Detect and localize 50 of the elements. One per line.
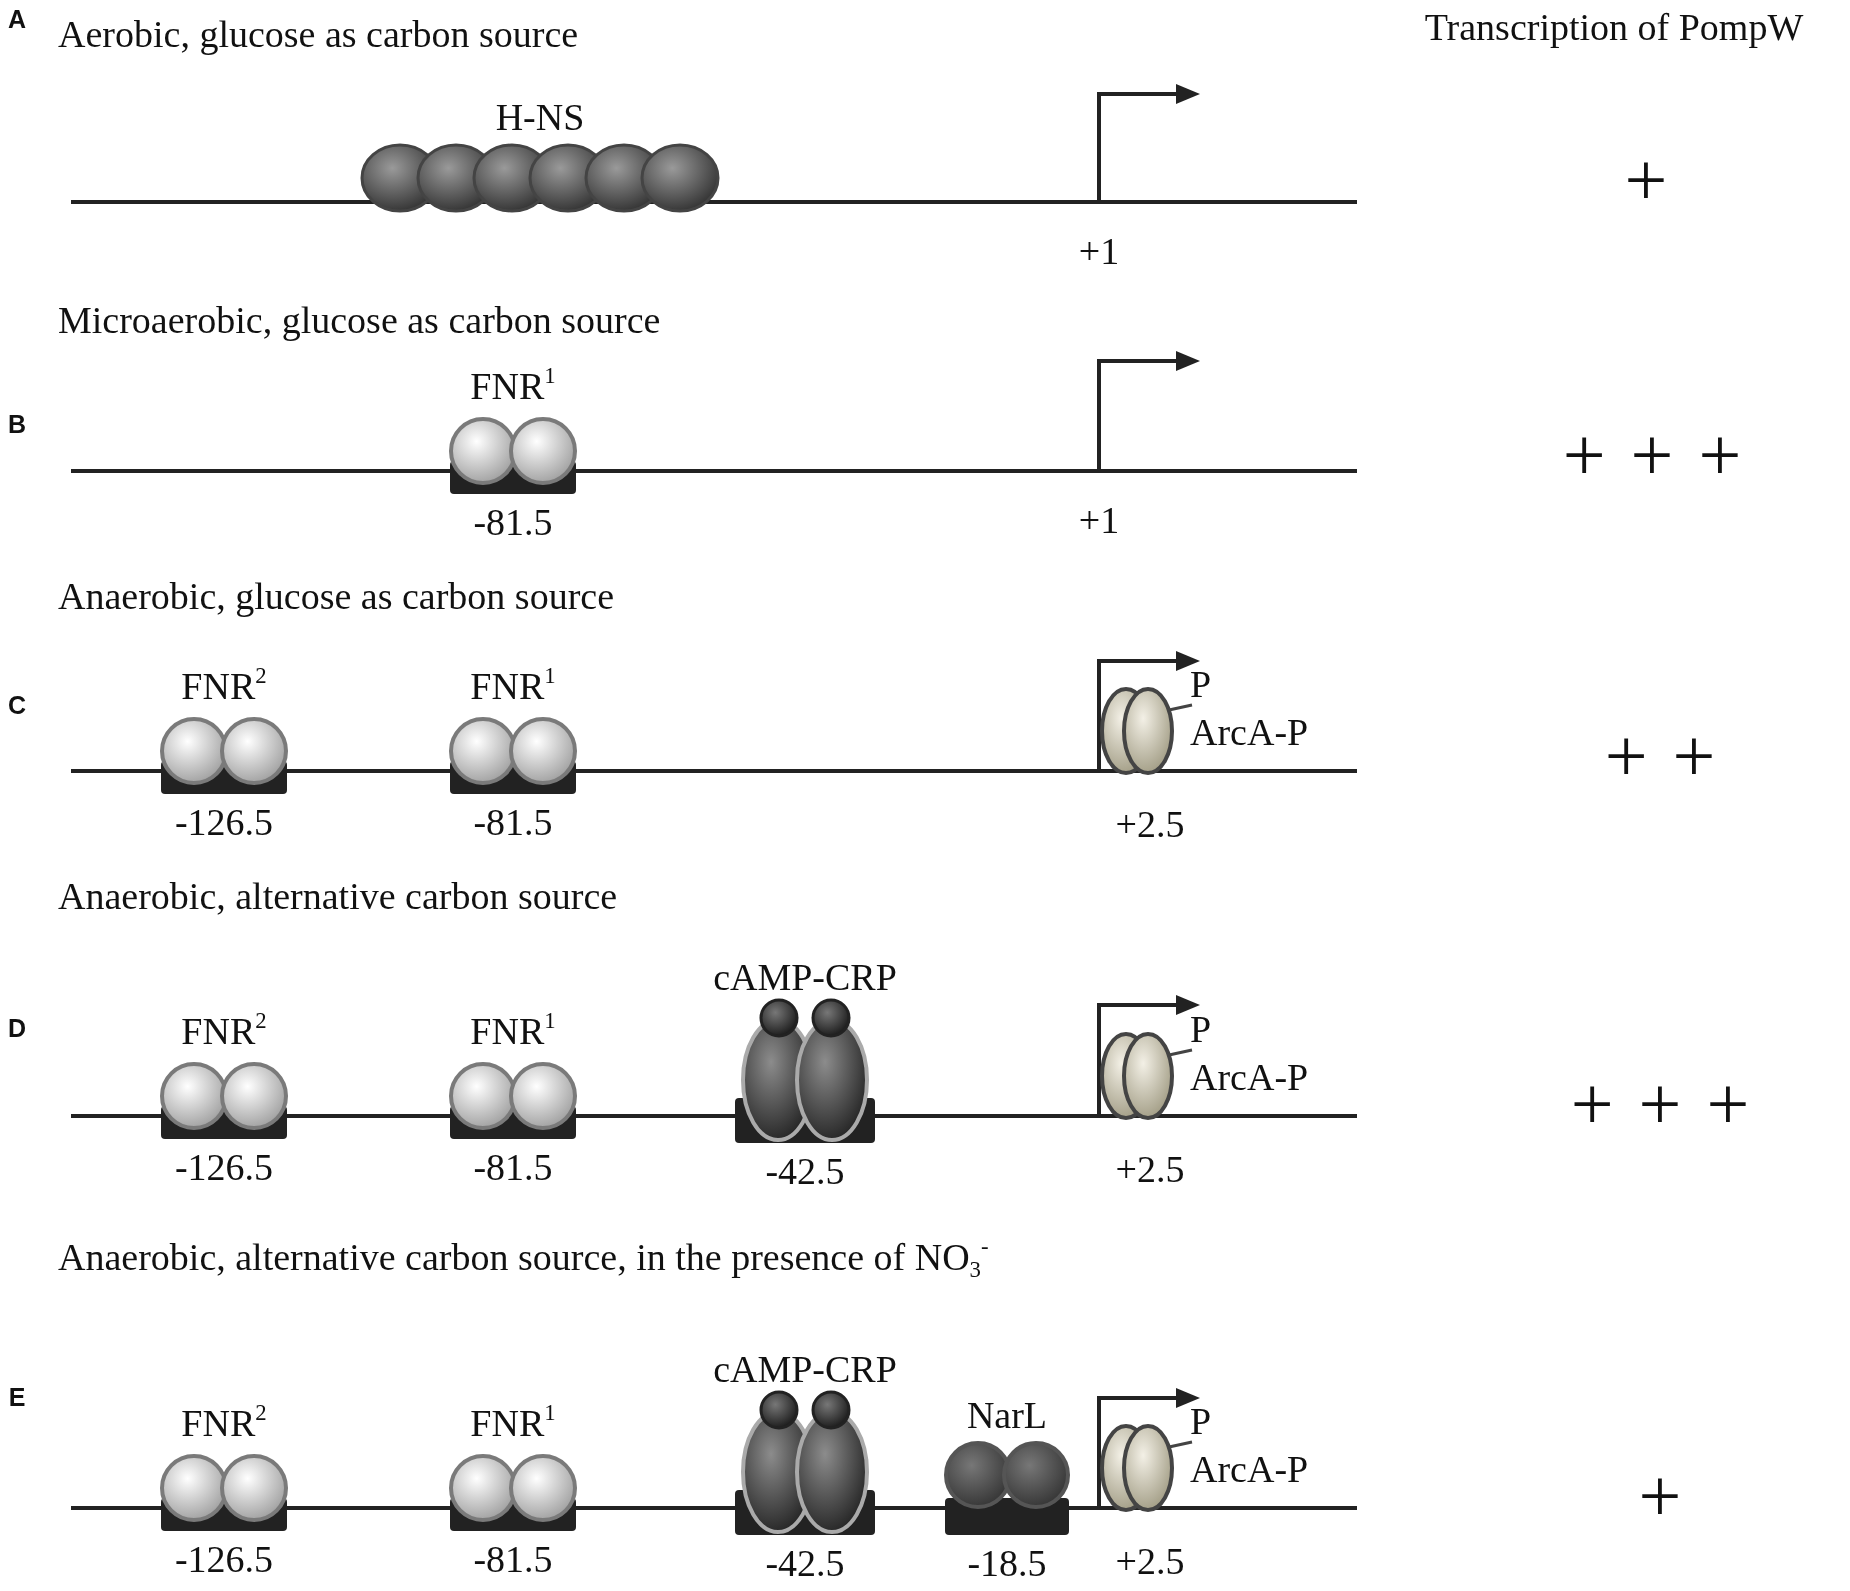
leader-line [1168, 1440, 1193, 1449]
position-label: +2.5 [1115, 1149, 1185, 1191]
position-label: -81.5 [473, 1539, 553, 1581]
protein-label: ArcA-P [1190, 1449, 1309, 1491]
condition-title: Anaerobic, alternative carbon source [58, 876, 618, 918]
position-label: -126.5 [174, 1539, 274, 1581]
position-label: +2.5 [1115, 804, 1185, 846]
protein-label: FNR$^{2}$ [181, 666, 267, 708]
protein-label: cAMP-CRP [713, 957, 897, 999]
panel-letter: C [7, 692, 27, 720]
panel-letter: B [7, 411, 27, 439]
position-label: -42.5 [765, 1151, 845, 1193]
position-label: -126.5 [174, 802, 274, 844]
position-label: +1 [1078, 231, 1120, 273]
transcription-level: + [1624, 141, 1668, 217]
protein-label: NarL [966, 1395, 1048, 1437]
protein-label: FNR$^{2}$ [181, 1011, 267, 1053]
position-label: -18.5 [967, 1543, 1047, 1585]
leader-line [1168, 1048, 1193, 1057]
column-header: Transcription of PompW [1424, 7, 1804, 49]
condition-title: Aerobic, glucose as carbon source [58, 14, 579, 56]
protein-label: ArcA-P [1190, 1057, 1309, 1099]
phosphate-label: P [1190, 1009, 1212, 1051]
transcription-level: + + + [1562, 416, 1742, 492]
phosphate-label: P [1190, 1401, 1212, 1443]
position-label: -81.5 [473, 502, 553, 544]
protein-label: FNR$^{1}$ [470, 366, 556, 408]
transcription-level: + + + [1570, 1065, 1750, 1141]
position-label: +2.5 [1115, 1541, 1185, 1583]
leader-line [1168, 703, 1193, 712]
protein-label: FNR$^{1}$ [470, 1403, 556, 1445]
position-label: +1 [1078, 500, 1120, 542]
protein-label: cAMP-CRP [713, 1349, 897, 1391]
transcription-level: + + [1604, 717, 1716, 793]
protein-label: FNR$^{2}$ [181, 1403, 267, 1445]
transcription-level: + [1638, 1457, 1682, 1533]
panel-letter: E [8, 1384, 26, 1412]
panel-letter: A [7, 6, 27, 34]
panel-letter: D [7, 1015, 27, 1043]
condition-title: Anaerobic, glucose as carbon source [58, 576, 615, 618]
phosphate-label: P [1190, 664, 1212, 706]
condition-title: Microaerobic, glucose as carbon source [58, 300, 661, 342]
position-label: -81.5 [473, 1147, 553, 1189]
protein-label: ArcA-P [1190, 712, 1309, 754]
protein-label: FNR$^{1}$ [470, 1011, 556, 1053]
protein-label: FNR$^{1}$ [470, 666, 556, 708]
position-label: -42.5 [765, 1543, 845, 1585]
position-label: -81.5 [473, 802, 553, 844]
protein-label: H-NS [495, 97, 585, 139]
position-label: -126.5 [174, 1147, 274, 1189]
